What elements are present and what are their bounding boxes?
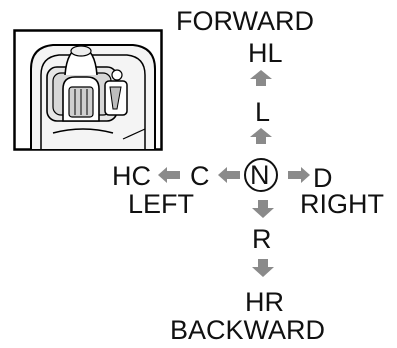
position-d-label: D [313, 163, 333, 193]
joystick-icon [13, 29, 163, 151]
right-label: RIGHT [300, 189, 384, 219]
arrow-left-icon [218, 167, 240, 183]
position-l-label: L [255, 97, 271, 127]
position-n-label: N [250, 160, 270, 190]
arrow-up-icon [250, 128, 272, 144]
arrow-right-icon [288, 167, 310, 183]
position-r-label: R [252, 224, 272, 254]
position-hr-label: HR [245, 287, 284, 317]
position-hc-label: HC [112, 161, 151, 191]
position-hl-label: HL [248, 38, 283, 68]
arrow-up-icon [250, 70, 272, 86]
arrow-left-icon [158, 167, 180, 183]
backward-label: BACKWARD [170, 315, 326, 345]
arrow-down-icon [252, 259, 274, 277]
left-label: LEFT [128, 189, 195, 219]
forward-label: FORWARD [176, 6, 314, 36]
neutral-circle [244, 158, 278, 192]
position-c-label: C [190, 161, 210, 191]
arrow-down-icon [252, 200, 274, 218]
